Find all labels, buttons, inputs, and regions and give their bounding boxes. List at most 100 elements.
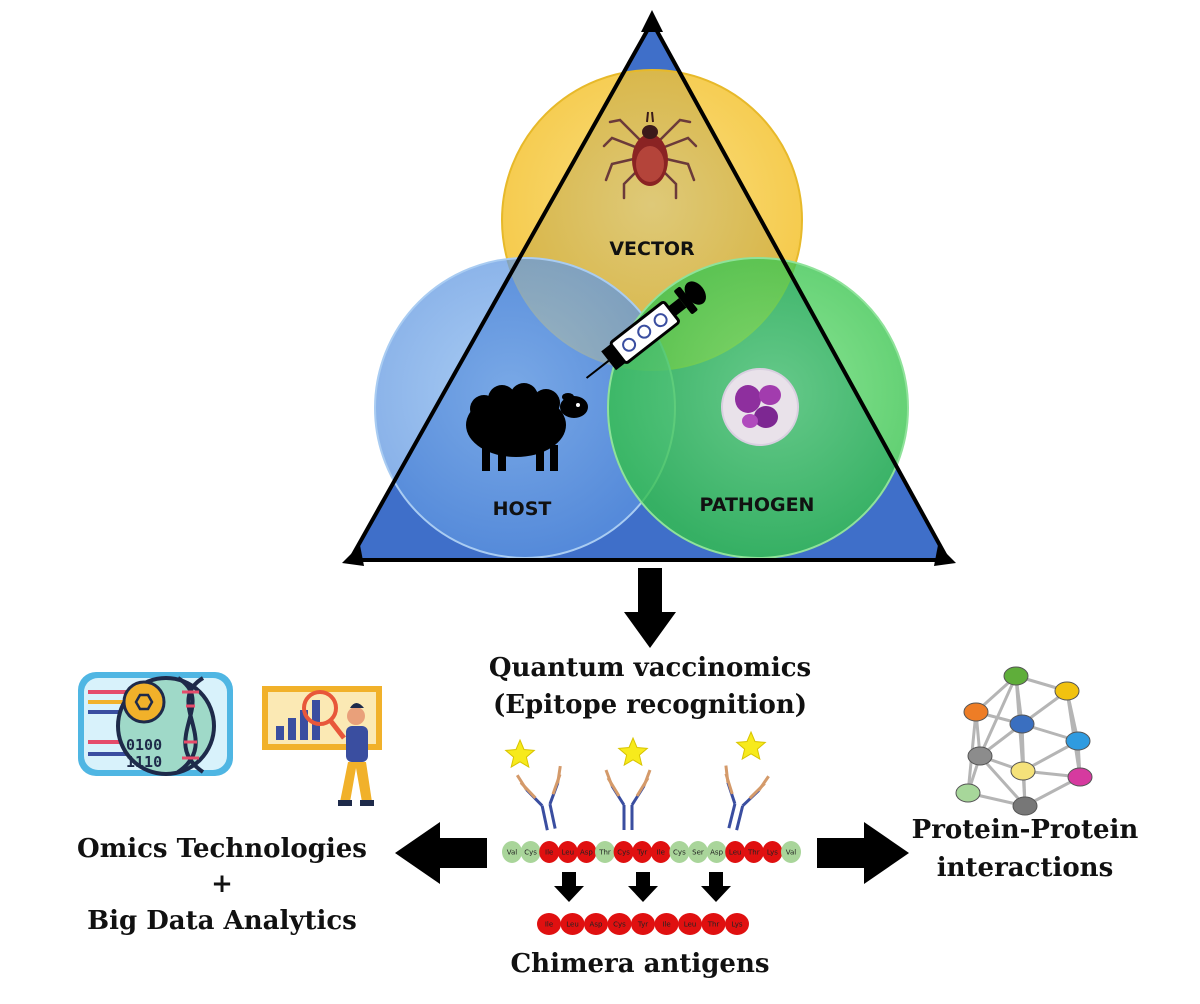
omics-line1: Omics Technologies [77, 834, 367, 864]
network-node [1010, 761, 1036, 781]
amino-acid-label: Thr [598, 849, 611, 857]
amino-acid-label: Asp [710, 849, 723, 857]
amino-acid-bead: Lys [762, 841, 783, 863]
amino-acid-label: Asp [580, 849, 593, 857]
down-arrow-main [624, 568, 676, 648]
pathogen-label: PATHOGEN [700, 494, 815, 516]
chimera-bead: Tyr [631, 913, 655, 935]
amino-acid-bead-shape [669, 841, 690, 863]
chimera-bead: Thr [701, 913, 726, 935]
amino-acid-bead-shape [520, 841, 541, 863]
chimera-label: Chimera antigens [510, 949, 769, 979]
chimera-bead-shape [701, 913, 726, 935]
amino-acid-bead-shape [650, 841, 671, 863]
arrowhead-bottom-left [342, 545, 364, 566]
chimera-amino-label: Cys [613, 921, 626, 929]
chimera-bead-shape [560, 913, 585, 935]
amino-acid-bead-shape [576, 841, 597, 863]
chimera-bead-shape [631, 913, 655, 935]
chimera-amino-label: Tyr [637, 921, 648, 929]
amino-acid-bead: Cys [520, 841, 541, 863]
amino-acid-label: Cys [673, 849, 686, 857]
ppi-line2: interactions [937, 853, 1113, 883]
chimera-bead: Leu [678, 913, 702, 935]
amino-acid-label: Val [786, 849, 797, 857]
chimera-bead-shape [584, 913, 608, 935]
protein-network-icon [955, 666, 1093, 816]
amino-acid-label: Ser [692, 849, 704, 857]
amino-acid-bead: Leu [557, 841, 578, 863]
amino-acid-bead-shape [762, 841, 783, 863]
amino-acid-label: Leu [729, 849, 742, 857]
amino-acid-bead: Thr [743, 841, 764, 863]
amino-acid-bead: Val [502, 841, 522, 863]
antigen-star-icon [617, 736, 649, 767]
amino-acid-label: Cys [617, 849, 630, 857]
chimera-bead-shape [654, 913, 679, 935]
tick-icon [602, 111, 698, 200]
chimera-amino-label: Ile [662, 921, 670, 929]
antibody-group [504, 730, 770, 831]
antigen-star-icon [504, 738, 536, 769]
chimera-bead-shape [607, 913, 632, 935]
amino-acid-bead: Ile [539, 841, 560, 863]
data-analyst-icon [262, 686, 382, 806]
amino-acid-bead-shape [557, 841, 578, 863]
amino-acid-bead: Cys [613, 841, 634, 863]
chimera-amino-label: Leu [566, 921, 579, 929]
triangle-edge-left [348, 21, 654, 561]
amino-acid-bead-shape [781, 841, 801, 863]
chimera-bead: Leu [560, 913, 585, 935]
omics-line3: Big Data Analytics [87, 906, 357, 936]
chimera-amino-label: Leu [684, 921, 697, 929]
network-edge [978, 675, 1018, 757]
amino-acid-bead-shape [632, 841, 653, 863]
chimera-amino-label: Lys [731, 921, 742, 929]
amino-acid-label: Leu [562, 849, 575, 857]
right-arrow [817, 822, 909, 884]
antibody-icon [724, 765, 770, 831]
amino-acid-label: Cys [524, 849, 537, 857]
small-down-arrows [554, 872, 731, 902]
amino-acid-bead: Leu [725, 841, 746, 863]
chimera-bead-shape [678, 913, 702, 935]
amino-acid-label: Ile [657, 849, 665, 857]
svg-text:1110: 1110 [126, 753, 162, 771]
chimera-bead-shape [725, 913, 749, 935]
svg-text:0100: 0100 [126, 736, 162, 754]
amino-acid-bead: Tyr [632, 841, 653, 863]
network-node [1065, 731, 1091, 751]
amino-acid-bead: Asp [706, 841, 727, 863]
amino-acid-bead: Thr [595, 841, 615, 863]
network-node [1003, 666, 1029, 686]
small-down-arrow [554, 872, 584, 902]
network-node [1012, 796, 1038, 816]
triangle-edge-right [650, 21, 950, 561]
antigen-star-icon [735, 730, 767, 761]
chimera-bead-shape [537, 913, 561, 935]
venn-triangle-group: VECTOR HOST [342, 10, 956, 566]
amino-acid-bead: Ser [688, 841, 708, 863]
amino-acid-bead-shape [613, 841, 634, 863]
small-down-arrow [701, 872, 731, 902]
cell-icon [721, 368, 799, 446]
chimera-bead: Lys [725, 913, 749, 935]
amino-acid-bead: Cys [669, 841, 690, 863]
amino-acid-bead: Ile [650, 841, 671, 863]
network-edge [978, 754, 1027, 808]
amino-acid-bead-shape [539, 841, 560, 863]
amino-acid-label: Thr [747, 849, 760, 857]
chimera-bead: Ile [537, 913, 561, 935]
amino-acid-bead-shape [595, 841, 615, 863]
chimera-amino-label: Thr [707, 921, 720, 929]
chimera-bead: Cys [607, 913, 632, 935]
ppi-line1: Protein-Protein [912, 815, 1139, 845]
small-down-arrow [628, 872, 658, 902]
amino-acid-bead-shape [502, 841, 522, 863]
network-node [963, 702, 989, 722]
antibody-icon [604, 769, 652, 830]
chimera-bead: Ile [654, 913, 679, 935]
